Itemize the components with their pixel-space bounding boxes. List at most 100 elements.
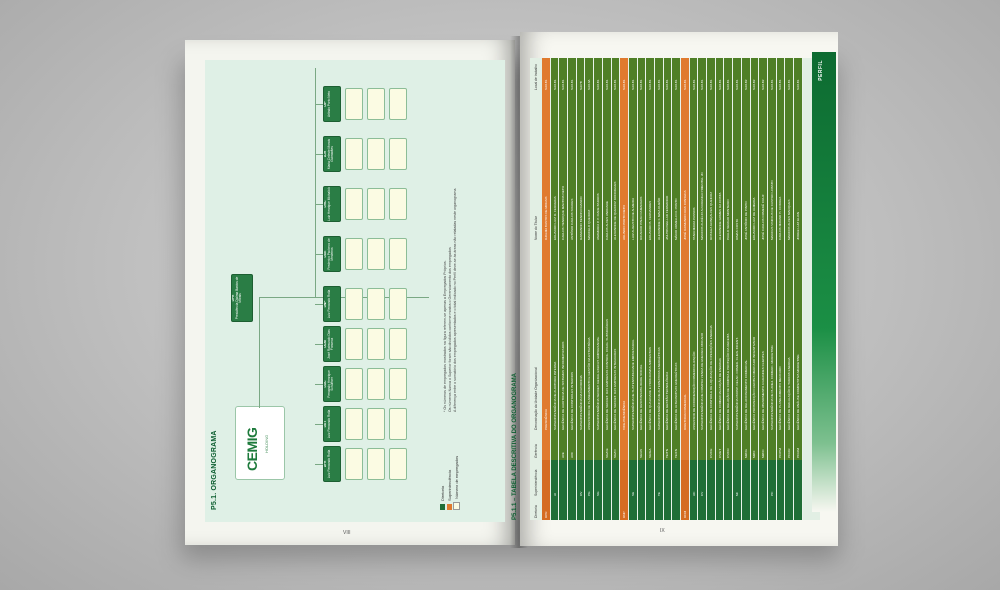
table-cell: EDUARDO LUIZ O. FERREIRA — [550, 92, 559, 242]
table-cell: TE/FN — [671, 432, 681, 460]
table-cell: MI — [732, 460, 742, 498]
table-cell: EDUARDO B. FERNANDES — [645, 92, 655, 242]
table-cell: ANTÔNIO CARLOS SOARES — [567, 92, 577, 242]
table-cell — [767, 498, 777, 520]
org-box-unit — [389, 138, 407, 170]
table-cell: GERÊNCIA DE GESTÃO TECNOLÓGICA — [663, 242, 672, 432]
table-cell: SA/1B1 — [671, 58, 681, 92]
org-box-unit — [345, 138, 363, 170]
org-box-unit — [367, 368, 385, 400]
table-cell — [637, 498, 646, 520]
column-header: Superintendência — [530, 460, 542, 498]
table-cell: GERÊNCIA DE COMERCIALIZAÇÃO DE ENERGIA — [715, 242, 724, 432]
table-cell — [750, 460, 759, 498]
table-cell: TANIA MARIA PASSOS — [689, 92, 698, 242]
table-cell — [663, 498, 672, 520]
table-cell: MARCUS VINICIUS DE CASTRO LOBATO — [767, 92, 777, 242]
column-header: Gerência — [530, 432, 542, 460]
table-cell: GERÊNCIA DE ANÁLISE COMPETITIVA MARKETIN… — [793, 242, 803, 432]
org-connector — [315, 304, 323, 305]
table-cell: SA/1B1 — [558, 58, 568, 92]
table-cell: SA/1B1 — [689, 58, 698, 92]
table-cell: MARCOS AURÉLIO ALVARENGA PIMENTEL JR — [697, 92, 707, 242]
table-cell: JOSÉ RAIMUNDO DIAS FONSECA — [680, 92, 690, 242]
table-cell: SA/1B1 — [654, 58, 664, 92]
table-cell — [550, 432, 559, 460]
table-cell: MÁRIO ARMELLO O. PONTO — [671, 92, 681, 242]
table-cell: DJALMA BASTOS DE MORAIS — [542, 92, 551, 242]
org-box-unit — [345, 188, 363, 220]
table-cell: EDUARDO LUIZ DE ALMEIDA — [750, 92, 759, 242]
table-cell: SUPERINTENDÊNCIA DE PLANEJ. COMERC. MARK… — [767, 242, 777, 432]
table-cell: GERÊNCIA DE RESPONSABILIDADE SOCIAL — [637, 242, 646, 432]
table-cell: ARLINDO PORTO NETO — [619, 92, 629, 242]
org-box-unit — [389, 88, 407, 120]
table-cell: SUPERINTENDÊNCIA DE AUDITORIA INTERNA — [550, 242, 559, 432]
table-cell: SA/1B1 — [567, 58, 577, 92]
table-cell: JOSÉ CARLOS COMERÊ CRUZ — [758, 92, 768, 242]
table-cell: SA/13A — [584, 58, 594, 92]
table-header-row: Diretoria Superintendência Gerência Deno… — [530, 58, 542, 520]
table-cell: SG — [593, 460, 603, 498]
table-cell: CV — [697, 460, 707, 498]
table-cell: SA/1B1 — [637, 58, 646, 92]
table-cell — [593, 432, 603, 460]
table-cell — [663, 460, 672, 498]
table-cell: GERÊNCIA DE SECRET. DAS EMPRESAS INTEGRA… — [611, 242, 620, 432]
table-cell — [715, 498, 724, 520]
column-header: Diretoria — [530, 498, 542, 520]
table-cell: CV/ET — [715, 432, 724, 460]
column-header: Local de trabalho — [530, 58, 542, 92]
table-cell — [671, 498, 681, 520]
table-cell — [767, 432, 777, 460]
table-cell: ROSILEA GONÇALVES QUEIROZ — [706, 92, 716, 242]
org-box-unit — [345, 328, 363, 360]
table-cell — [576, 432, 585, 460]
table-cell: GERÊNCIA DE RELAÇÃO DE COMPRA E PROTEÇÃO… — [723, 242, 733, 432]
table-cell — [793, 460, 803, 498]
org-box-unit — [389, 408, 407, 440]
org-box-unit — [367, 288, 385, 320]
org-box-unit — [389, 448, 407, 480]
org-connector — [315, 344, 323, 345]
table-cell: DIMAS COSTA — [732, 92, 742, 242]
table-cell — [611, 460, 620, 498]
right-page: P5.1.1 – TABELA DESCRITIVA DO ORGANOGRAM… — [512, 32, 838, 546]
org-table: Diretoria Superintendência Gerência Deno… — [530, 58, 803, 520]
table-cell: SG/CE — [602, 432, 611, 460]
org-connector — [315, 384, 323, 385]
table-cell: JOSÉ ANTÔNIO DE PINHO — [741, 92, 750, 242]
table-cell: SA/7B — [576, 58, 585, 92]
table-cell: AI — [550, 460, 559, 498]
org-box-unit — [345, 88, 363, 120]
table-cell: AC — [689, 460, 698, 498]
table-cell — [602, 498, 611, 520]
table-cell: SA/1B1 — [697, 58, 707, 92]
table-cell: PC/PM — [776, 432, 785, 460]
table-cell: GERÊNCIA DE CONTROLES INTERNOS — [567, 242, 577, 432]
table-cell: OV — [576, 460, 585, 498]
table-cell: SA/1B1 — [663, 58, 672, 92]
org-connector — [315, 154, 323, 155]
table-cell — [645, 498, 655, 520]
